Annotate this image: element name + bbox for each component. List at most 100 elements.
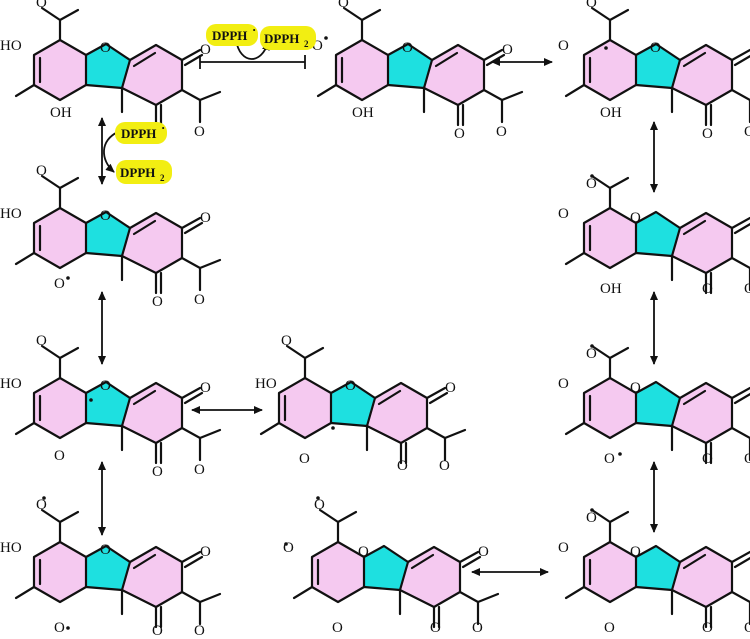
radical-dot (590, 344, 594, 348)
quinone-oxygen: O (558, 206, 569, 222)
hydroxyl-label: HO (0, 38, 22, 54)
quinone-oxygen: O (604, 620, 615, 636)
radical-dot-label: · (161, 120, 165, 135)
radical-dot (331, 426, 335, 430)
ring-oxygen: O (358, 544, 369, 560)
ring-oxygen: O (630, 544, 641, 560)
structure-radical-center-mid: O HO O O O O O (255, 333, 467, 474)
structure-radical-bottom-center: O O O O O O O (283, 496, 500, 636)
ketone-oxygen: O (152, 294, 163, 310)
reagent-highlight (206, 24, 258, 46)
ketone-oxygen: O (702, 126, 713, 142)
radical-dot (316, 496, 320, 500)
ring-oxygen: O (100, 40, 111, 56)
acetyl-oxygen: O (194, 462, 205, 478)
quinone-oxygen: O (299, 451, 310, 467)
radical-dot (42, 496, 46, 500)
quinone-oxygen: O (558, 376, 569, 392)
hydroxyl-label: OH (600, 105, 622, 121)
quinone-oxygen: O (54, 448, 65, 464)
ketone-oxygen: O (200, 42, 211, 58)
ketone-oxygen: O (454, 126, 465, 142)
hydroxyl-label: HO (0, 206, 22, 222)
structure-radical-left-3: O HO O O O O O (0, 333, 222, 480)
radical-dot (604, 46, 608, 50)
structure-radical-right-4: O O O O O O O (558, 508, 750, 636)
acetyl-oxygen: O (744, 620, 750, 636)
ketone-oxygen: O (152, 623, 163, 639)
ketone-oxygen: O (445, 380, 456, 396)
reagent-dpph2-left: DPPH 2 (116, 160, 172, 184)
reagent-dpph2-top: DPPH 2 (260, 26, 316, 50)
reagent-label: DPPH (212, 28, 247, 43)
ketone-oxygen: O (702, 620, 713, 636)
structure-radical-right-2: O O OH O O O O (558, 174, 750, 297)
acetyl-oxygen: O (496, 124, 507, 140)
acetyl-oxygen: O (36, 163, 47, 179)
quinone-oxygen: O (558, 540, 569, 556)
ketone-oxygen: O (200, 380, 211, 396)
ring-oxygen: O (402, 40, 413, 56)
acetyl-oxygen: O (744, 124, 750, 140)
acetyl-oxygen: O (281, 333, 292, 349)
ketone-oxygen: O (200, 210, 211, 226)
acetyl-oxygen: O (744, 451, 750, 467)
reagent-label: DPPH (120, 165, 155, 180)
reagent-subscript: 2 (160, 173, 165, 183)
radical-oxygen: O (36, 497, 47, 513)
ketone-oxygen: O (397, 458, 408, 474)
quinone-oxygen: O (54, 620, 65, 636)
curved-arrow (103, 131, 119, 173)
hydroxyl-label: HO (0, 540, 22, 556)
radical-oxygen: O (314, 497, 325, 513)
acetyl-oxygen: O (338, 0, 349, 11)
radical-oxygen: O (312, 38, 323, 54)
reagent-label: DPPH (264, 31, 299, 46)
hydroxyl-label: OH (352, 105, 374, 121)
radical-oxygen: O (604, 451, 615, 467)
radical-oxygen: O (283, 540, 294, 556)
acetyl-oxygen: O (439, 458, 450, 474)
ketone-oxygen: O (702, 281, 713, 297)
radical-dot (89, 398, 93, 402)
ketone-oxygen: O (502, 42, 513, 58)
acetyl-oxygen: O (586, 0, 597, 11)
hydroxyl-label: HO (0, 376, 22, 392)
ring-oxygen: O (345, 378, 356, 394)
ring-oxygen: O (650, 40, 661, 56)
hydroxyl-label: OH (50, 105, 72, 121)
acetyl-oxygen: O (194, 292, 205, 308)
acetyl-oxygen: O (36, 0, 47, 11)
ketone-oxygen: O (152, 464, 163, 480)
reagent-label: DPPH (121, 126, 156, 141)
radical-oxygen: O (54, 276, 65, 292)
radical-dot (618, 452, 622, 456)
ring-oxygen: O (100, 542, 111, 558)
acetyl-oxygen: O (472, 620, 483, 636)
acetyl-oxygen: O (194, 124, 205, 140)
ketone-oxygen: O (430, 620, 441, 636)
acetyl-oxygen: O (194, 623, 205, 639)
reagent-highlight (116, 160, 172, 184)
ketone-oxygen: O (200, 544, 211, 560)
ring-oxygen: O (100, 378, 111, 394)
structure-radical-left-2: O HO O O O O O (0, 163, 222, 310)
radical-dot (66, 626, 70, 630)
acetyl-oxygen: O (36, 333, 47, 349)
radical-oxygen: O (586, 346, 597, 362)
quinone-oxygen: O (558, 38, 569, 54)
radical-oxygen: O (586, 510, 597, 526)
ring-oxygen: O (100, 208, 111, 224)
reagent-subscript: 2 (304, 39, 309, 49)
radical-oxygen: O (586, 176, 597, 192)
reagent-dpph-top: DPPH · (206, 22, 258, 46)
hydroxyl-label: OH (600, 281, 622, 297)
reagent-highlight (260, 26, 316, 50)
hydroxyl-label: HO (255, 376, 277, 392)
radical-dot (324, 36, 328, 40)
structure-radical-right-3: O O O O O O O (558, 344, 750, 467)
radical-dot (284, 542, 288, 546)
ring-oxygen: O (630, 210, 641, 226)
radical-dot (590, 508, 594, 512)
